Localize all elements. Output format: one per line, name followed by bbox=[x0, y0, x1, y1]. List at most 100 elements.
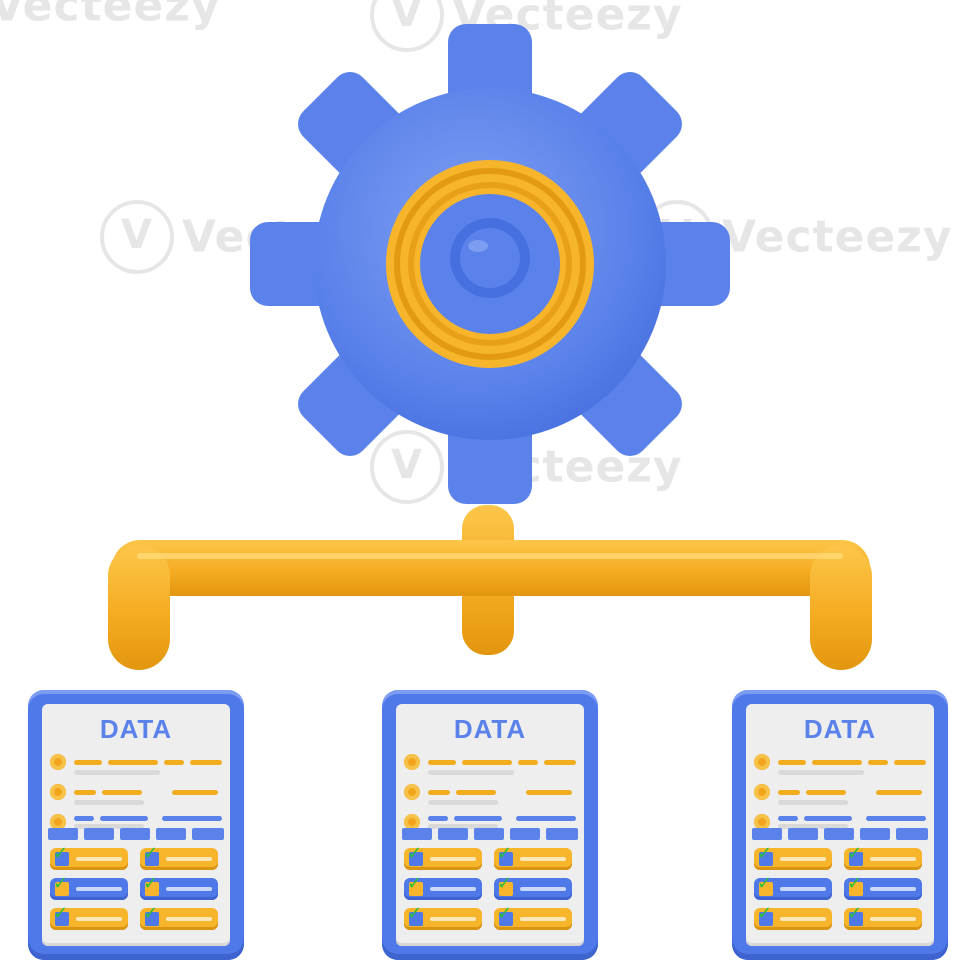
connector-pipe-icon bbox=[108, 505, 872, 670]
text-line bbox=[190, 760, 222, 765]
bullet-icon bbox=[404, 784, 420, 800]
checklist-item: ✓ bbox=[844, 903, 922, 930]
checkbox-icon bbox=[499, 882, 513, 896]
table-header-cell bbox=[510, 828, 540, 840]
bullet-icon bbox=[754, 754, 770, 770]
checklist-item: ✓ bbox=[50, 873, 128, 900]
text-line bbox=[428, 760, 456, 765]
text-line bbox=[778, 790, 800, 795]
check-icon: ✓ bbox=[757, 843, 773, 864]
text-line bbox=[894, 760, 926, 765]
checkbox-icon bbox=[499, 912, 513, 926]
checklist-item: ✓ bbox=[140, 903, 218, 930]
text-line bbox=[870, 887, 916, 891]
text-line bbox=[456, 790, 496, 795]
checkbox-icon bbox=[759, 882, 773, 896]
text-line bbox=[870, 917, 916, 921]
check-icon: ✓ bbox=[757, 903, 773, 924]
document-paper: DATA ✓ ✓ ✓ ✓ ✓ ✓ bbox=[42, 704, 230, 946]
checklist-item: ✓ bbox=[404, 843, 482, 870]
check-icon: ✓ bbox=[407, 903, 423, 924]
text-line bbox=[806, 790, 846, 795]
checklist-item: ✓ bbox=[50, 843, 128, 870]
bullet-icon bbox=[50, 754, 66, 770]
check-icon: ✓ bbox=[497, 903, 513, 924]
text-line bbox=[430, 887, 476, 891]
bullet-icon bbox=[50, 814, 66, 830]
text-line bbox=[100, 816, 148, 821]
table-header-cell bbox=[156, 828, 186, 840]
document-paper: DATA ✓ ✓ ✓ ✓ ✓ ✓ bbox=[396, 704, 584, 946]
document-title: DATA bbox=[99, 714, 173, 744]
checklist-item: ✓ bbox=[140, 873, 218, 900]
text-line bbox=[778, 770, 864, 775]
bullet-icon bbox=[404, 754, 420, 770]
text-line bbox=[428, 770, 514, 775]
text-line bbox=[428, 790, 450, 795]
table-header-cell bbox=[824, 828, 854, 840]
bullet-icon bbox=[50, 784, 66, 800]
document-title: DATA bbox=[803, 714, 877, 744]
checkbox-icon bbox=[759, 852, 773, 866]
checkbox-icon bbox=[759, 912, 773, 926]
check-icon: ✓ bbox=[53, 843, 69, 864]
text-line bbox=[870, 857, 916, 861]
text-line bbox=[162, 816, 222, 821]
text-line bbox=[778, 800, 848, 805]
text-line bbox=[516, 816, 576, 821]
data-document-icon: DATA ✓ ✓ ✓ ✓ ✓ ✓ bbox=[382, 690, 598, 960]
text-line bbox=[544, 760, 576, 765]
table-header-cell bbox=[192, 828, 224, 840]
text-line bbox=[74, 770, 160, 775]
text-line bbox=[428, 800, 498, 805]
checkbox-icon bbox=[55, 852, 69, 866]
check-icon: ✓ bbox=[407, 873, 423, 894]
table-header-cell bbox=[474, 828, 504, 840]
checkbox-icon bbox=[849, 852, 863, 866]
checkbox-icon bbox=[55, 912, 69, 926]
text-line bbox=[868, 760, 888, 765]
check-icon: ✓ bbox=[143, 903, 159, 924]
table-header-cell bbox=[120, 828, 150, 840]
text-line bbox=[166, 917, 212, 921]
text-line bbox=[74, 790, 96, 795]
checklist-item: ✓ bbox=[404, 903, 482, 930]
text-line bbox=[74, 816, 94, 821]
checklist-item: ✓ bbox=[754, 873, 832, 900]
table-header-cell bbox=[896, 828, 928, 840]
checkbox-icon bbox=[145, 882, 159, 896]
table-header-cell bbox=[438, 828, 468, 840]
bullet-icon bbox=[754, 784, 770, 800]
check-icon: ✓ bbox=[407, 843, 423, 864]
text-line bbox=[520, 917, 566, 921]
checklist-item: ✓ bbox=[754, 903, 832, 930]
text-line bbox=[76, 917, 122, 921]
text-line bbox=[520, 887, 566, 891]
checkbox-icon bbox=[55, 882, 69, 896]
text-line bbox=[454, 816, 502, 821]
checkbox-icon bbox=[145, 912, 159, 926]
document-title: DATA bbox=[453, 714, 527, 744]
table-header-cell bbox=[752, 828, 782, 840]
text-line bbox=[866, 816, 926, 821]
checklist-item: ✓ bbox=[494, 873, 572, 900]
text-line bbox=[74, 760, 102, 765]
table-header-cell bbox=[48, 828, 78, 840]
text-line bbox=[804, 816, 852, 821]
text-line bbox=[526, 790, 572, 795]
text-line bbox=[428, 816, 448, 821]
bullet-icon bbox=[404, 814, 420, 830]
table-header-cell bbox=[860, 828, 890, 840]
checkbox-icon bbox=[409, 882, 423, 896]
checklist-item: ✓ bbox=[50, 903, 128, 930]
text-line bbox=[812, 760, 862, 765]
document-paper: DATA ✓ ✓ ✓ ✓ ✓ ✓ bbox=[746, 704, 934, 946]
text-line bbox=[780, 917, 826, 921]
checklist-item: ✓ bbox=[494, 843, 572, 870]
checklist-item: ✓ bbox=[754, 843, 832, 870]
checkbox-icon bbox=[145, 852, 159, 866]
check-icon: ✓ bbox=[847, 873, 863, 894]
table-header-cell bbox=[84, 828, 114, 840]
table-header-cell bbox=[546, 828, 578, 840]
